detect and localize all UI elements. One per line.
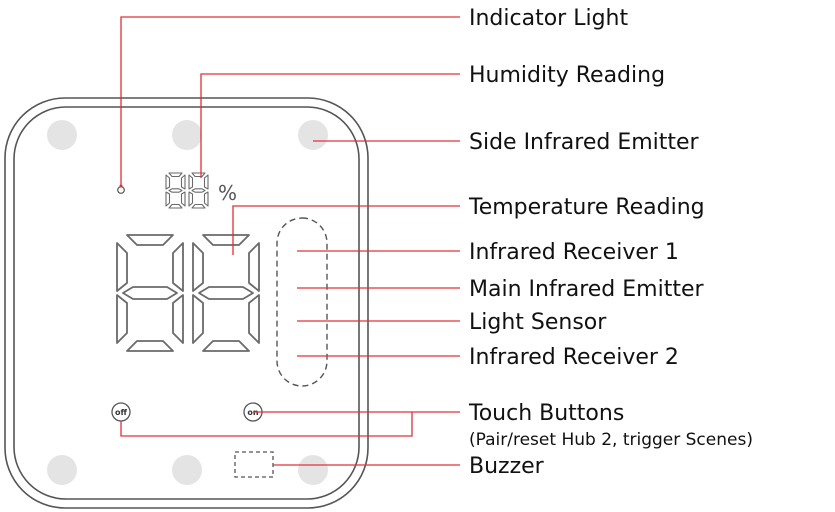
leader-dot-indicator (119, 184, 123, 188)
label-infrared-receiver-1: Infrared Receiver 1 (469, 240, 679, 265)
leader-temperature-reading (232, 205, 460, 255)
temperature-digit-1 (116, 234, 184, 352)
label-temperature-reading: Temperature Reading (468, 195, 705, 220)
pad-top-left (47, 120, 77, 150)
label-indicator-light: Indicator Light (469, 6, 628, 31)
touch-button-off[interactable]: off (111, 402, 131, 422)
label-infrared-receiver-2: Infrared Receiver 2 (469, 345, 679, 370)
label-touch-buttons-note: (Pair/reset Hub 2, trigger Scenes) (469, 430, 753, 450)
sensor-window (276, 217, 328, 387)
side-infrared-emitter (298, 120, 328, 150)
label-humidity-reading: Humidity Reading (469, 63, 665, 88)
touch-button-off-label: off (115, 408, 127, 417)
leader-touch-buttons (120, 411, 460, 437)
indicator-light (117, 186, 125, 194)
label-buzzer: Buzzer (469, 454, 545, 479)
pad-bottom-left (47, 455, 77, 485)
pad-bottom-right (298, 455, 328, 485)
leader-lines (119, 16, 460, 466)
pad-top-middle (172, 120, 202, 150)
humidity-unit: % (218, 181, 237, 205)
pad-bottom-middle (172, 455, 202, 485)
device-inner-face (13, 106, 360, 500)
humidity-digit-1 (165, 172, 186, 209)
label-main-infrared-emitter: Main Infrared Emitter (469, 277, 705, 302)
label-touch-buttons: Touch Buttons (468, 401, 624, 426)
temperature-digit-2 (192, 234, 260, 352)
leader-indicator-light (120, 16, 460, 186)
leader-humidity-reading (200, 73, 460, 178)
label-light-sensor: Light Sensor (469, 310, 607, 335)
label-side-infrared-emitter: Side Infrared Emitter (469, 130, 700, 155)
